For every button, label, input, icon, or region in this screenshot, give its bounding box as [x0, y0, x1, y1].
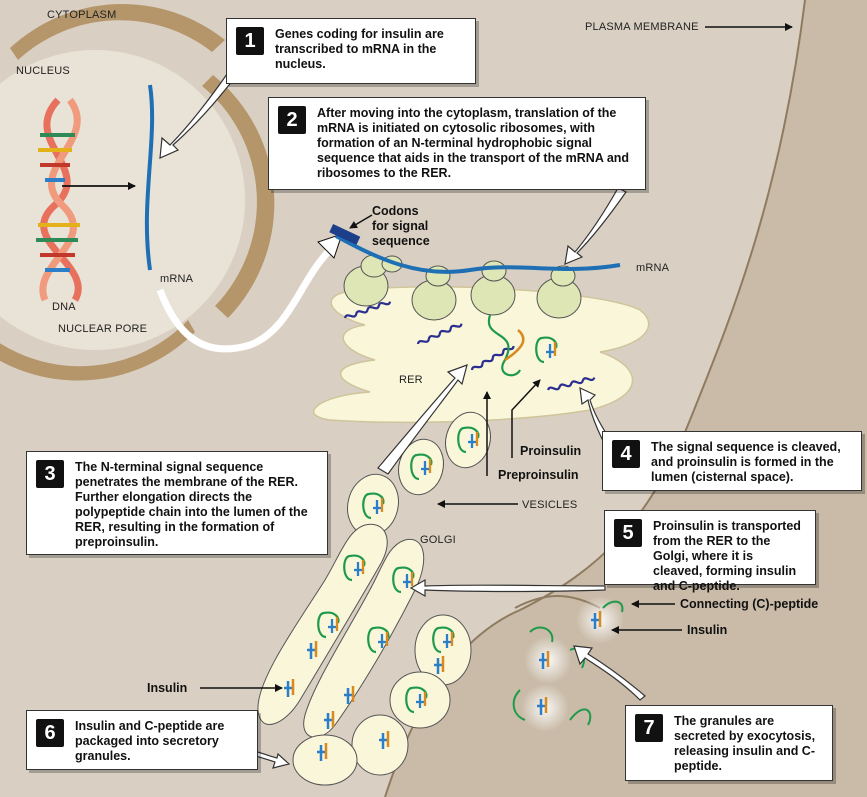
dna-label: DNA	[52, 301, 76, 313]
step-6-number: 6	[36, 719, 64, 747]
nuclear-pore-label: NUCLEAR PORE	[58, 323, 148, 335]
step-7-text: The granules are secreted by exocytosis,…	[674, 714, 816, 773]
dna-helix	[36, 97, 82, 302]
step-5-text: Proinsulin is transported from the RER t…	[653, 519, 801, 593]
step-2-number: 2	[278, 106, 306, 134]
proinsulin-label: Proinsulin	[520, 444, 582, 458]
nuclear-mrna	[144, 84, 155, 271]
step-4-number: 4	[612, 440, 640, 468]
step-3-callout: 3 The N-terminal signal sequence penetra…	[26, 451, 328, 555]
vesicles-label: VESICLES	[522, 499, 578, 511]
transport-vesicles	[347, 411, 491, 537]
rer-label: RER	[399, 374, 423, 386]
nucleus-label: NUCLEUS	[16, 65, 70, 77]
step-2-text: After moving into the cytoplasm, transla…	[317, 106, 630, 180]
extracellular-region	[385, 0, 867, 797]
nuclear-envelope-bottom	[0, 320, 195, 381]
step-1-callout: 1 Genes coding for insulin are transcrib…	[226, 18, 476, 84]
nuclear-envelope-right	[202, 75, 275, 318]
nucleus	[0, 50, 245, 350]
codons-label: Codons for signal sequence	[372, 204, 430, 248]
plasma-membrane-label: PLASMA MEMBRANE	[585, 21, 699, 33]
step-3-text: The N-terminal signal sequence penetrate…	[75, 460, 308, 549]
label-arrows	[200, 23, 793, 692]
step-1-text: Genes coding for insulin are transcribed…	[275, 27, 444, 71]
signal-codons	[329, 224, 361, 245]
cytoplasmic-mrna	[335, 234, 621, 274]
export-arrow	[156, 247, 333, 353]
preproinsulin-label: Preproinsulin	[498, 468, 579, 482]
step-4-text: The signal sequence is cleaved, and proi…	[651, 440, 841, 484]
step-7-number: 7	[635, 714, 663, 742]
golgi-label: GOLGI	[420, 534, 456, 546]
insulin-left-label: Insulin	[147, 681, 188, 695]
nuclear-envelope-top	[10, 4, 225, 60]
step-2-callout: 2 After moving into the cytoplasm, trans…	[268, 97, 646, 190]
golgi	[257, 523, 472, 786]
step-6-text: Insulin and C-peptide are packaged into …	[75, 719, 225, 763]
insulin-right-label: Insulin	[687, 623, 728, 637]
mrna-nucleus-label: mRNA	[160, 273, 194, 285]
step-5-callout: 5 Proinsulin is transported from the RER…	[604, 510, 816, 593]
callout-arrows	[159, 57, 646, 769]
connecting-peptide-label: Connecting (C)-peptide	[680, 597, 819, 611]
step-5-number: 5	[614, 519, 642, 547]
step-7-callout: 7 The granules are secreted by exocytosi…	[625, 705, 833, 781]
step-3-number: 3	[36, 460, 64, 488]
step-4-callout: 4 The signal sequence is cleaved, and pr…	[602, 431, 862, 491]
mrna-ribosome-label: mRNA	[636, 262, 670, 274]
step-6-callout: 6 Insulin and C-peptide are packaged int…	[26, 710, 258, 770]
cytoplasm-label: CYTOPLASM	[47, 9, 117, 21]
step-1-number: 1	[236, 27, 264, 55]
